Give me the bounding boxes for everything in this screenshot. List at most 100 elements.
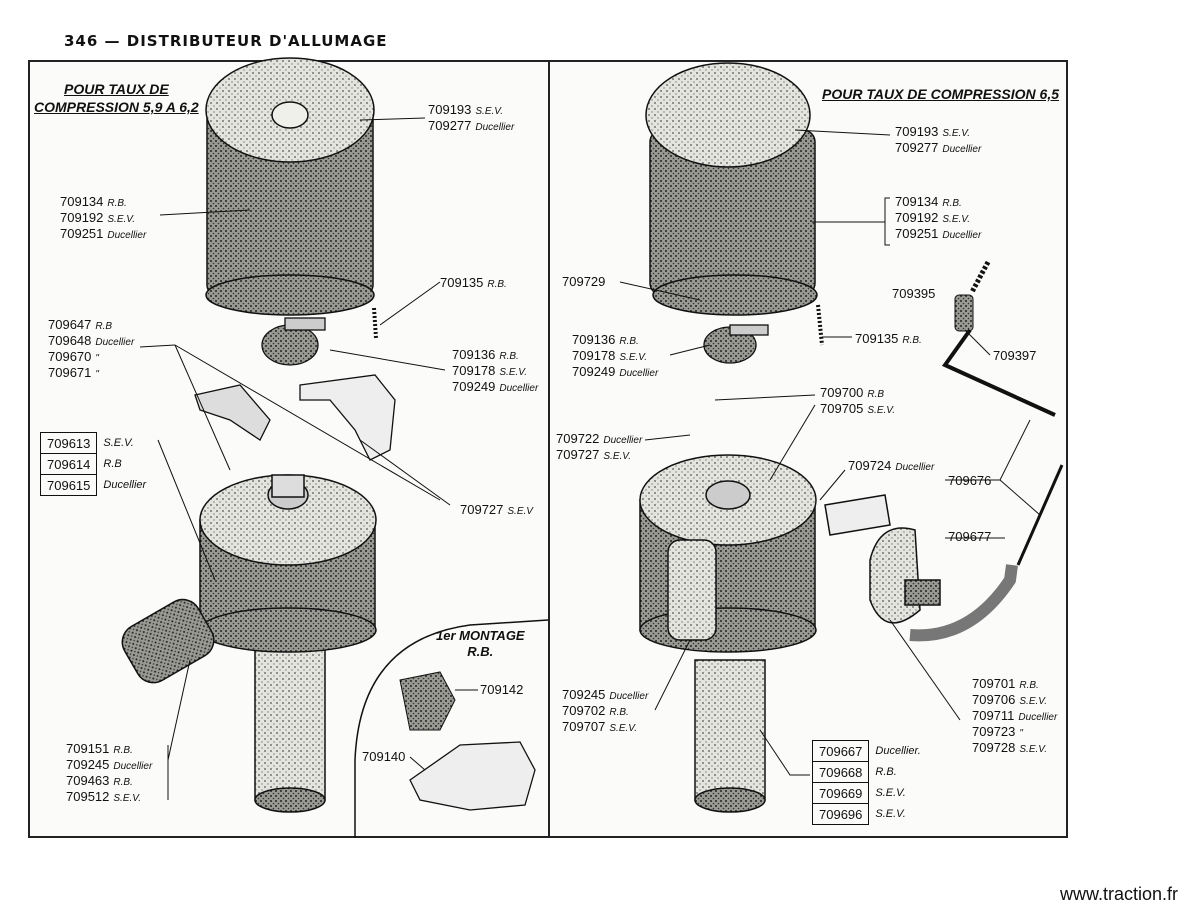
- part-number: 709135: [440, 275, 484, 290]
- part-label: 709397: [993, 349, 1036, 363]
- part-number: 709724: [848, 458, 892, 473]
- manufacturer: S.E.V.: [107, 214, 135, 225]
- part-number: 709729: [562, 274, 606, 289]
- right-screw: [969, 260, 991, 294]
- part-number: 709193: [895, 124, 939, 139]
- manufacturer: Ducellier: [942, 144, 982, 155]
- left-title-line2: COMPRESSION 5,9 A 6,2: [34, 99, 199, 115]
- manufacturer: R.B.: [499, 351, 519, 362]
- boxed-part-number: 709669: [811, 782, 870, 804]
- part-label: 709395: [892, 287, 935, 301]
- manufacturer: Ducellier: [475, 122, 515, 133]
- part-number: 709136: [452, 347, 496, 362]
- right-rod: [941, 328, 1056, 417]
- left-rotor-drawing: [261, 317, 326, 366]
- boxed-part-manufacturer: Ducellier.: [875, 745, 921, 757]
- left-body-drawing: [121, 474, 377, 813]
- manufacturer: R.B.: [942, 198, 962, 209]
- manufacturer: Ducellier: [95, 337, 135, 348]
- boxed-part-manufacturer: R.B.: [875, 766, 897, 778]
- right-plug: [954, 294, 974, 332]
- right-title: POUR TAUX DE COMPRESSION 6,5: [822, 86, 1060, 102]
- part-number: 709702: [562, 703, 606, 718]
- part-number: 709677: [948, 529, 992, 544]
- left-cap-drawing: [205, 57, 375, 316]
- manufacturer: S.E.V.: [113, 793, 141, 804]
- manufacturer: Ducellier: [619, 368, 659, 379]
- part-label: 709142: [480, 683, 523, 697]
- part-number: 709463: [66, 773, 110, 788]
- part-number: 709245: [562, 687, 606, 702]
- boxed-part-number: 709668: [811, 761, 870, 783]
- manufacturer: R.B: [95, 321, 113, 332]
- left-contact-breaker: [194, 384, 271, 441]
- manufacturer: Ducellier: [895, 462, 935, 473]
- manufacturer: R.B.: [902, 335, 922, 346]
- part-number: 709397: [993, 348, 1037, 363]
- montage-bracket: [399, 671, 456, 731]
- manufacturer: S.E.V.: [1019, 696, 1047, 707]
- part-label-group: 709395: [892, 287, 935, 301]
- manufacturer: R.B.: [113, 777, 133, 788]
- part-number: 709251: [60, 226, 104, 241]
- left-plate: [299, 374, 396, 461]
- part-number: 709670: [48, 349, 92, 364]
- part-number: 709648: [48, 333, 92, 348]
- right-body-drawing: [639, 454, 1064, 813]
- part-number: 709722: [556, 431, 600, 446]
- manufacturer: R.B.: [487, 279, 507, 290]
- manufacturer: R.B.: [609, 707, 629, 718]
- part-number: 709277: [428, 118, 472, 133]
- part-number: 709251: [895, 226, 939, 241]
- manufacturer: Ducellier: [499, 383, 539, 394]
- part-number: 709249: [572, 364, 616, 379]
- left-title: POUR TAUX DE COMPRESSION 5,9 A 6,2: [34, 80, 199, 116]
- manufacturer: R.B: [867, 389, 885, 400]
- manufacturer: S.E.V.: [609, 723, 637, 734]
- manufacturer: S.E.V.: [942, 128, 970, 139]
- part-number: 709151: [66, 741, 110, 756]
- part-number: 709706: [972, 692, 1016, 707]
- part-number: 709245: [66, 757, 110, 772]
- part-label: 709670": [48, 350, 134, 366]
- montage-inset-border: [354, 619, 549, 838]
- montage-title-line1: 1er MONTAGE: [436, 628, 525, 643]
- manufacturer: Ducellier: [113, 761, 153, 772]
- part-number: 709136: [572, 332, 616, 347]
- manufacturer: Ducellier: [603, 435, 643, 446]
- manufacturer: S.E.V.: [619, 352, 647, 363]
- manufacturer: R.B.: [1019, 680, 1039, 691]
- part-number: 709700: [820, 385, 864, 400]
- manufacturer: R.B.: [619, 336, 639, 347]
- boxed-part-manufacturer: S.E.V.: [103, 437, 134, 449]
- part-number: 709723: [972, 724, 1016, 739]
- left-leader-lines: [139, 117, 451, 800]
